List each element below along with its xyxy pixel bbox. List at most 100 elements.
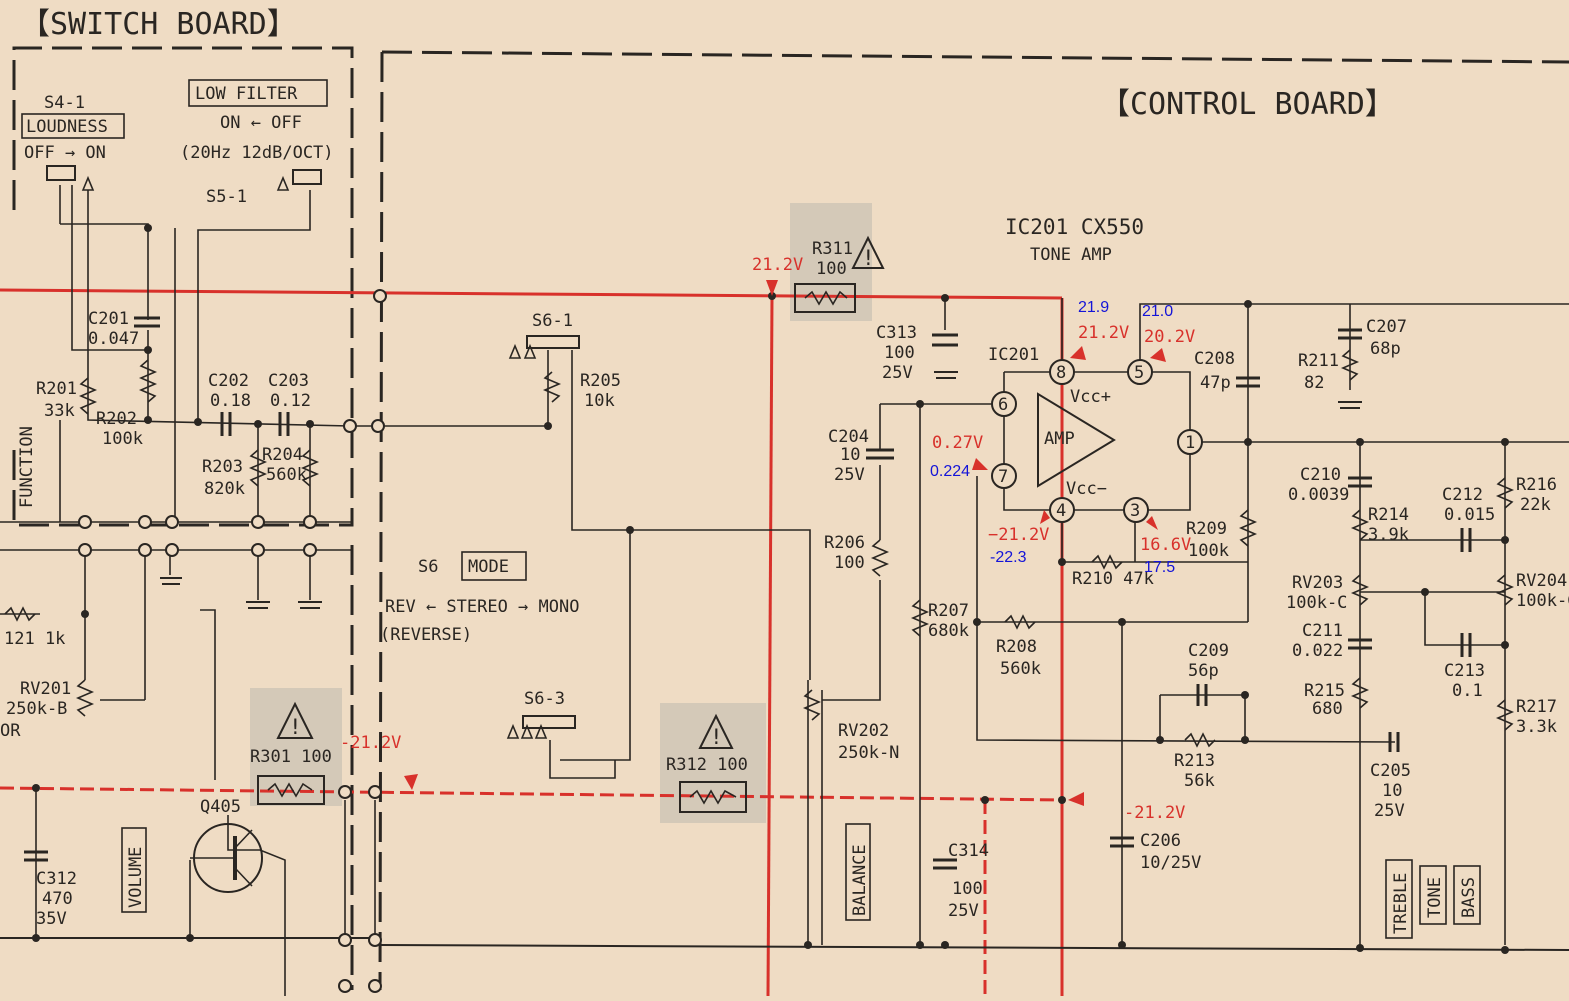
pin8-measured: 21.9 (1078, 299, 1109, 316)
s4-1-label: S4-1 (44, 93, 85, 113)
r214-value: 3.9k (1368, 525, 1409, 545)
r214-symbol (1350, 509, 1370, 541)
volume-tag: VOLUME (126, 847, 146, 908)
rv204-symbol (1495, 574, 1515, 606)
r210-label: R210 47k (1072, 569, 1154, 589)
opamp-triangle (1037, 392, 1116, 488)
switch-symbols (46, 165, 580, 739)
rail-bottom-right-voltage: -21.2V (1124, 803, 1185, 823)
c314-ref: C314 (948, 841, 989, 861)
c208-ref: C208 (1194, 349, 1235, 369)
c207-value: 68p (1370, 339, 1401, 359)
r204-symbol (300, 449, 320, 487)
pin5-voltage: 20.2V (1144, 327, 1195, 347)
c204-value: 10 (840, 445, 860, 465)
pin-8-label: 8 (1056, 363, 1066, 383)
r301-box (257, 775, 325, 805)
r208-symbol (1004, 614, 1036, 630)
r216-value: 22k (1520, 495, 1551, 515)
warning-icon (276, 701, 314, 739)
c313-ref: C313 (876, 323, 917, 343)
rv203-symbol (1350, 574, 1370, 606)
warning-symbols: ! ! ! (276, 235, 885, 749)
ic-subtitle: TONE AMP (1030, 245, 1112, 265)
c205-voltage: 25V (1374, 801, 1405, 821)
tone-tag: TONE (1425, 877, 1445, 918)
rv201-ref: RV201 (20, 679, 71, 699)
treble-tag: TREBLE (1391, 873, 1411, 934)
measured-values: 21.9 21.0 0.224 -22.3 17.5 (930, 299, 1175, 576)
ic201-symbol: 6 7 8 5 4 3 1 (991, 359, 1203, 523)
c210-ref: C210 (1300, 465, 1341, 485)
r217-symbol (1495, 699, 1515, 731)
r205-ref: R205 (580, 371, 621, 391)
c206-ref: C206 (1140, 831, 1181, 851)
r204-ref: R204 (262, 445, 303, 465)
svg-text:!: ! (710, 725, 723, 749)
c314-voltage: 25V (948, 901, 979, 921)
q405-label: Q405 (200, 797, 241, 817)
c207-ref: C207 (1366, 317, 1407, 337)
amp-label: AMP (1044, 429, 1075, 449)
mode-label: MODE (468, 557, 509, 577)
balance-tag: BALANCE (850, 844, 870, 916)
capacitor-symbols (24, 316, 1472, 870)
r312-label: R312 100 (666, 755, 748, 775)
r208-value: 560k (1000, 659, 1041, 679)
c211-value: 0.022 (1292, 641, 1343, 661)
pin7-measured: 0.224 (930, 463, 970, 480)
r201-value: 33k (44, 401, 75, 421)
pin-3-label: 3 (1130, 501, 1140, 521)
s6-1-label: S6-1 (532, 311, 573, 331)
pin5-measured: 21.0 (1142, 303, 1173, 320)
s4-1-contact (81, 175, 95, 191)
component-labels: C201 0.047 R201 33k R202 100k C202 0.18 … (0, 239, 1569, 929)
c312-value: 470 (42, 889, 73, 909)
rv202-symbol (802, 689, 822, 721)
r213-value: 56k (1184, 771, 1215, 791)
rv204-value: 100k-C (1516, 591, 1569, 611)
rv203-value: 100k-C (1286, 593, 1347, 613)
r121-label: 121 1k (4, 629, 65, 649)
c204-ref: C204 (828, 427, 869, 447)
r311-ref: R311 (812, 239, 853, 259)
r209-value: 100k (1188, 541, 1229, 561)
r217-value: 3.3k (1516, 717, 1557, 737)
s6-3-symbol (522, 715, 576, 729)
connector-rings (78, 289, 387, 993)
r311-box (794, 283, 856, 313)
rv201-symbol (75, 679, 95, 717)
pin4-measured: -22.3 (990, 549, 1027, 566)
r207-value: 680k (928, 621, 969, 641)
ic-title: IC201 CX550 (1005, 215, 1144, 239)
r211-ref: R211 (1298, 351, 1339, 371)
low-filter-spec: (20Hz 12dB/OCT) (180, 143, 334, 163)
c313-voltage: 25V (882, 363, 913, 383)
supply-rails (0, 288, 1064, 997)
rv203-ref: RV203 (1292, 573, 1343, 593)
loudness-box (21, 113, 125, 139)
c202-ref: C202 (208, 371, 249, 391)
c312-ref: C312 (36, 869, 77, 889)
rv201-value: 250k-B (6, 699, 67, 719)
c201-ref: C201 (88, 309, 129, 329)
r201-symbol (78, 377, 98, 415)
svg-text:!: ! (862, 246, 875, 270)
pin3-measured: 17.5 (1144, 559, 1175, 576)
pin-5 (1127, 359, 1153, 385)
r204-value: 560k (266, 465, 307, 485)
r210-symbol (1091, 554, 1123, 570)
loudness-direction: OFF → ON (24, 143, 106, 163)
board-outlines (12, 46, 1569, 991)
c205-ref: C205 (1370, 761, 1411, 781)
r203-symbol (248, 449, 268, 487)
r206-ref: R206 (824, 533, 865, 553)
or-label: OR (0, 721, 21, 741)
r216-ref: R216 (1516, 475, 1557, 495)
r215-ref: R215 (1304, 681, 1345, 701)
rail-top-voltage: 21.2V (752, 255, 803, 275)
bass-tag: BASS (1459, 877, 1479, 918)
positive-rail (0, 288, 1063, 300)
